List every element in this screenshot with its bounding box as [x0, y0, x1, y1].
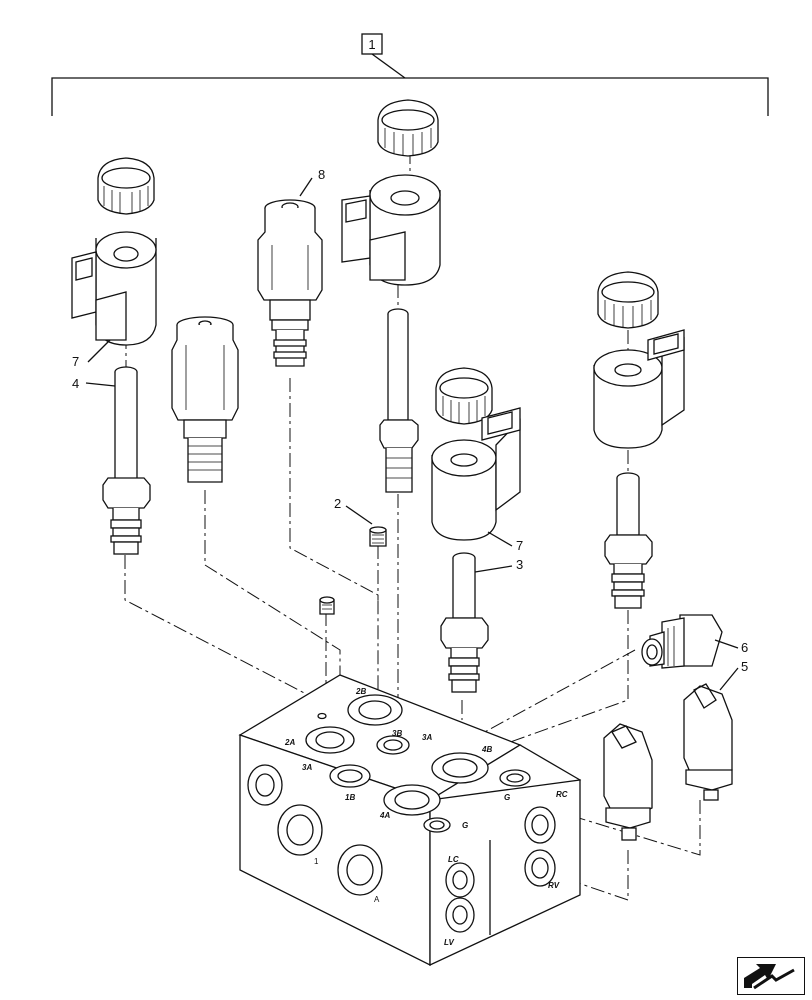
callouts: 8 7 4 2 7 3 6 5: [72, 167, 748, 691]
port-4a: [383, 784, 441, 816]
cartridge-mid-left: [171, 316, 239, 483]
coil-left: [71, 157, 157, 346]
callout-7-center: 7: [516, 538, 523, 553]
set-screw-small: [319, 596, 335, 615]
front-port-a: [337, 844, 383, 896]
port-label-g-right: G: [504, 793, 510, 802]
port-label-2a: 2A: [284, 738, 295, 747]
port-2b: [347, 694, 403, 726]
side-label-lc: LC: [448, 855, 459, 864]
port-label-4a: 4A: [379, 811, 390, 820]
sensor-lower: [603, 723, 653, 841]
port-label-3b: 3B: [392, 729, 402, 738]
port-g-right: [499, 769, 531, 787]
port-3b: [376, 735, 410, 755]
side-label-rv: RV: [548, 881, 560, 890]
front-port-small: [247, 764, 283, 806]
pressure-sensor-5: [683, 683, 733, 801]
front-port-1: [277, 804, 323, 856]
port-rc: [524, 806, 556, 844]
valve-stem-3: [440, 552, 489, 693]
port-label-3a: 3A: [302, 763, 312, 772]
port-3a: [329, 764, 371, 788]
callout-3: 3: [516, 557, 523, 572]
port-label-4b: 4B: [481, 745, 492, 754]
cartridge-8: [257, 199, 323, 367]
port-lv: [445, 897, 475, 933]
coil-right: [593, 271, 685, 449]
valve-stem-left: [102, 366, 151, 555]
side-label-lv: LV: [444, 938, 454, 947]
assembly-callout-label: 1: [368, 37, 375, 52]
coil-top-center: [341, 99, 441, 286]
callout-4: 4: [72, 376, 79, 391]
valve-stem-center: [379, 308, 419, 493]
coil-center: [431, 367, 521, 541]
port-label-1b: 1B: [345, 793, 355, 802]
port-4b: [431, 752, 489, 784]
set-screw-2: [369, 526, 387, 547]
navigation-arrow-button[interactable]: [737, 957, 805, 995]
port-2a: [305, 726, 355, 754]
port-label-2b: 2B: [355, 687, 366, 696]
callout-8: 8: [318, 167, 325, 182]
port-g: [423, 817, 451, 833]
pressure-switch-6: [641, 614, 723, 669]
port-label-3a-top: 3A: [422, 733, 432, 742]
front-label-1: 1: [314, 857, 319, 866]
arrow-icon: [744, 964, 795, 990]
bracket-line: [51, 77, 769, 116]
front-label-a: A: [374, 895, 380, 904]
valve-stem-right: [604, 472, 653, 609]
callout-2: 2: [334, 496, 341, 511]
callout-6: 6: [741, 640, 748, 655]
port-label-g: G: [462, 821, 468, 830]
manifold-block: 2A 2B 3B 3A 4B 3A 1B 4A G G 1 A LC LV RC…: [238, 674, 582, 967]
port-rv: [524, 849, 556, 887]
assembly-bracket: 1: [51, 33, 769, 116]
callout-7-left: 7: [72, 354, 79, 369]
port-lc: [445, 862, 475, 898]
callout-5: 5: [741, 659, 748, 674]
side-label-rc: RC: [556, 790, 568, 799]
